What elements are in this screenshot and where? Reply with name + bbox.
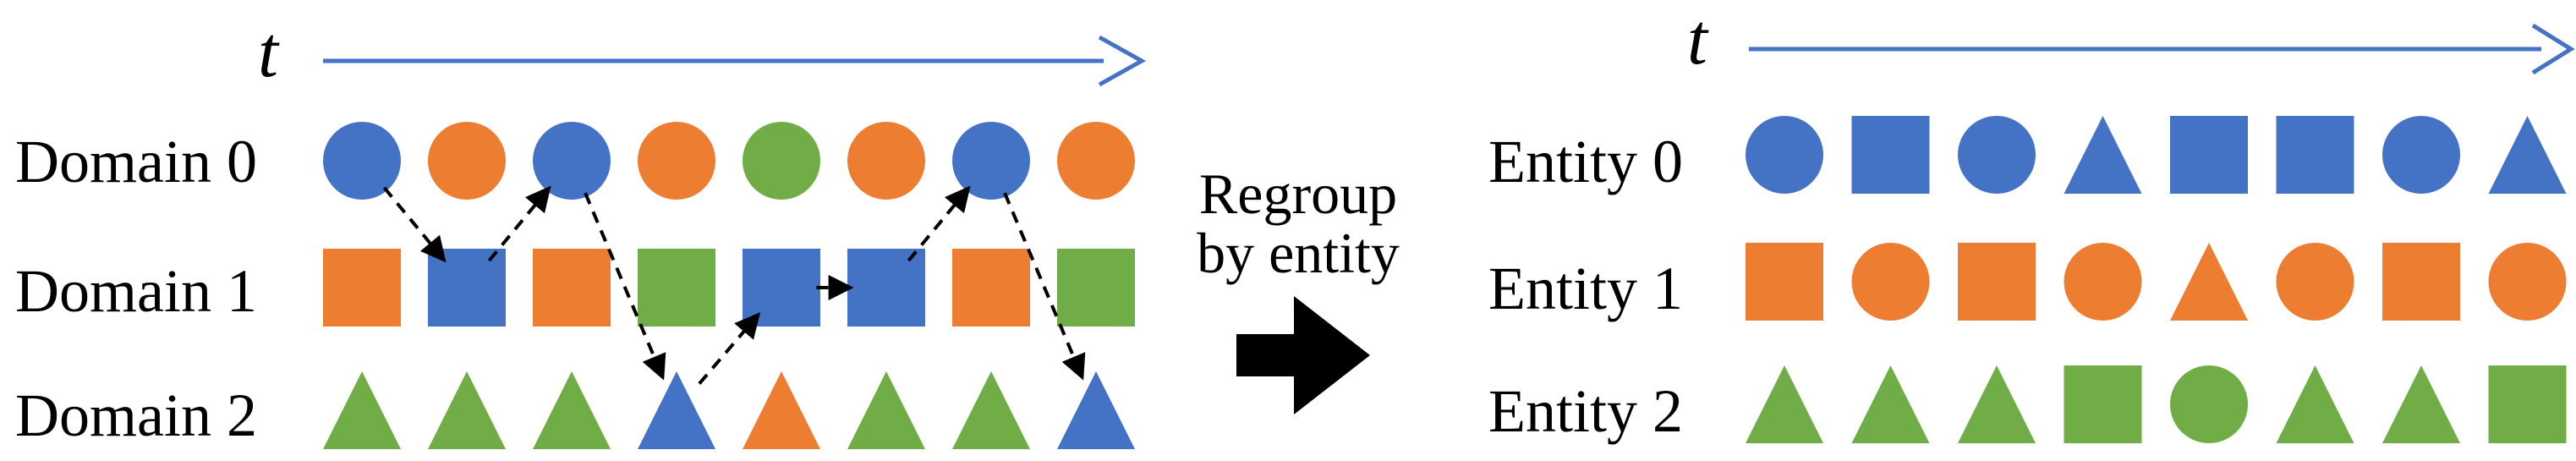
left-time-axis — [323, 35, 1147, 87]
right-time-label: t — [1687, 0, 1709, 80]
entity-1-orange-circle-1 — [1851, 243, 1930, 321]
entity-1-orange-square-6 — [2382, 243, 2460, 321]
entity-1-orange-triangle-4 — [2170, 243, 2248, 321]
domain-2-label: Domain 2 — [15, 381, 257, 449]
entity-0-blue-circle-6 — [2382, 116, 2460, 194]
regroup-label-line1: Regroup — [1199, 162, 1397, 226]
entity-1-orange-square-0 — [1746, 243, 1823, 321]
entity-0-label: Entity 0 — [1488, 128, 1683, 195]
domain-0-label: Domain 0 — [15, 128, 257, 195]
left-time-label: t — [258, 11, 280, 92]
domain-0-green-circle-4 — [743, 122, 820, 200]
entity-0-blue-circle-2 — [1958, 116, 2036, 194]
entity-1-orange-circle-7 — [2488, 243, 2567, 321]
domain-1-orange-square-0 — [323, 249, 401, 327]
entity-1-label: Entity 1 — [1488, 255, 1683, 322]
entity-2-green-triangle-6 — [2382, 365, 2460, 443]
domain-0-blue-circle-0 — [323, 122, 401, 200]
domain-0-blue-circle-2 — [533, 122, 611, 200]
entity-2-green-square-7 — [2488, 365, 2567, 443]
domain-2-green-triangle-2 — [533, 371, 611, 449]
domain-2-blue-triangle-7 — [1057, 371, 1135, 449]
trace-arrow-segment — [907, 185, 971, 262]
domain-0-orange-circle-1 — [428, 122, 506, 200]
trace-arrow-segment — [1003, 192, 1086, 381]
entity-0-blue-triangle-7 — [2488, 116, 2567, 194]
domain-2-blue-triangle-3 — [638, 371, 715, 449]
entity-0-blue-square-4 — [2170, 116, 2248, 194]
entity-1-orange-square-2 — [1958, 243, 2036, 321]
trace-arrow-segment — [487, 185, 551, 262]
entity-2-green-triangle-5 — [2276, 365, 2354, 443]
domain-2-green-triangle-6 — [952, 371, 1030, 449]
domain-1-orange-square-6 — [952, 249, 1030, 327]
domain-1-green-square-7 — [1057, 249, 1135, 327]
entity-2-green-triangle-0 — [1746, 365, 1823, 443]
regroup-label-line2: by entity — [1197, 221, 1400, 285]
trace-arrow-segment — [698, 312, 761, 385]
domain-1-label: Domain 1 — [15, 257, 257, 325]
right-time-axis — [1749, 23, 2575, 75]
domain-0-orange-circle-5 — [847, 122, 925, 200]
domain-2-orange-triangle-4 — [743, 371, 820, 449]
right-arrow-icon — [1236, 296, 1370, 414]
right-panel: t Entity 0 Entity 1 Entity 2 — [1488, 0, 2575, 445]
entity-0-blue-triangle-3 — [2064, 116, 2142, 194]
entity-2-green-circle-4 — [2170, 365, 2248, 443]
entity-1-orange-circle-5 — [2276, 243, 2354, 321]
entity-2-green-square-3 — [2064, 365, 2142, 443]
domain-1-blue-square-5 — [847, 249, 925, 327]
regroup-section: Regroup by entity — [1197, 162, 1400, 414]
domain-1-blue-square-4 — [743, 249, 820, 327]
entity-2-label: Entity 2 — [1488, 377, 1683, 445]
trace-arrow-segment — [382, 186, 447, 263]
entity-0-trace-path — [382, 185, 1086, 385]
trace-arrow-segment — [584, 192, 666, 381]
domain-1-green-square-3 — [638, 249, 715, 327]
entity-2-green-triangle-1 — [1851, 365, 1930, 443]
domain-2-green-triangle-5 — [847, 371, 925, 449]
domain-0-orange-circle-7 — [1057, 122, 1135, 200]
entity-0-blue-square-1 — [1851, 116, 1930, 194]
entity-0-blue-square-5 — [2276, 116, 2354, 194]
left-shape-grid — [323, 122, 1135, 449]
domain-0-blue-circle-6 — [952, 122, 1030, 200]
right-shape-grid — [1746, 116, 2567, 443]
domain-2-green-triangle-1 — [428, 371, 506, 449]
entity-2-green-triangle-2 — [1958, 365, 2036, 443]
domain-0-orange-circle-3 — [638, 122, 715, 200]
domain-1-orange-square-2 — [533, 249, 611, 327]
domain-1-blue-square-1 — [428, 249, 506, 327]
entity-1-orange-circle-3 — [2064, 243, 2142, 321]
domain-2-green-triangle-0 — [323, 371, 401, 449]
left-panel: t Domain 0 Domain 1 Domain 2 — [15, 11, 1147, 449]
entity-0-blue-circle-0 — [1746, 116, 1823, 194]
